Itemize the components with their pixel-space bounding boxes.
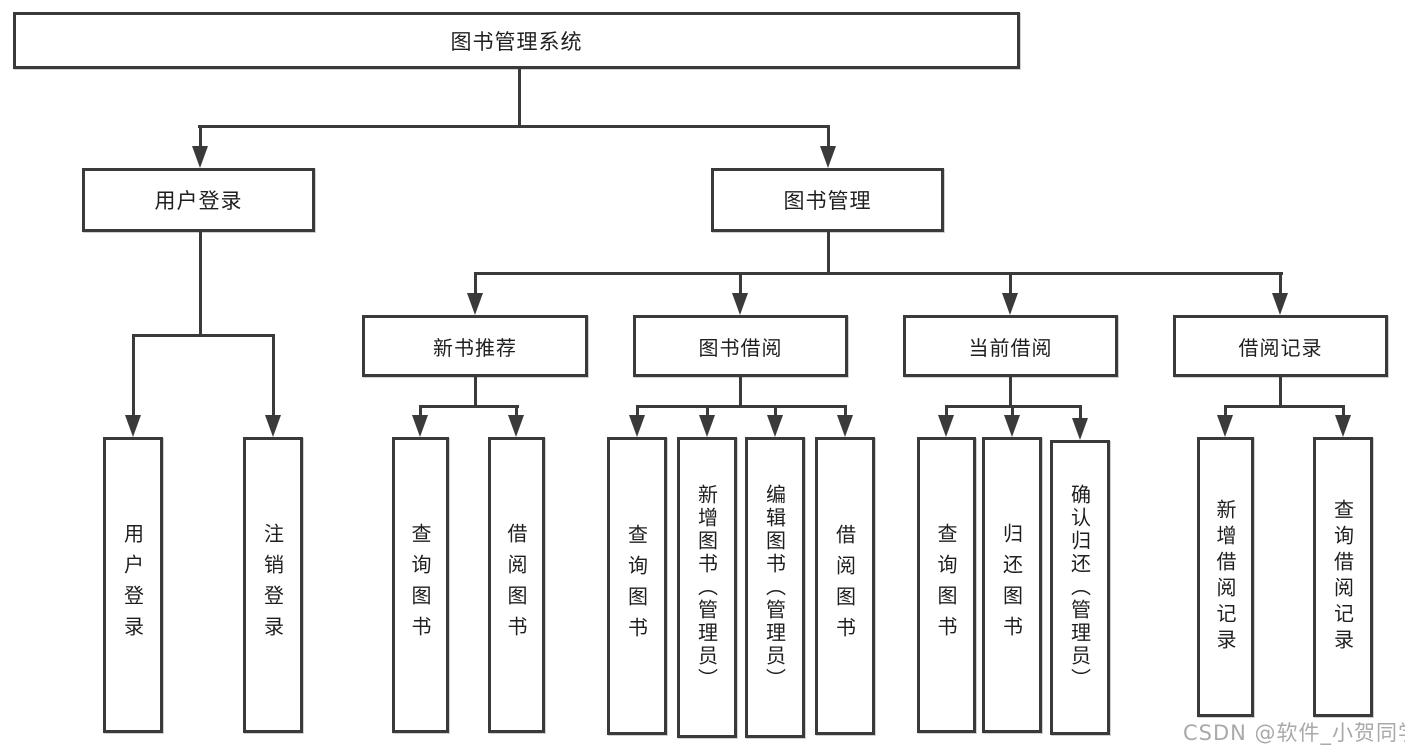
- connector-line: [738, 377, 742, 405]
- connector-line: [473, 272, 1283, 275]
- leaf-query-borrow-record-label: 查询借阅记录: [1330, 499, 1355, 655]
- connector-line: [705, 405, 709, 418]
- connector-line: [1010, 405, 1014, 418]
- connector-line: [635, 405, 639, 418]
- connector-line: [514, 405, 518, 418]
- arrow-down-icon: [125, 415, 141, 437]
- arrow-down-icon: [1072, 418, 1088, 440]
- leaf-query-book-2: 查询图书: [607, 437, 667, 735]
- leaf-borrow-book-1: 借阅图书: [488, 437, 545, 733]
- connector-line: [418, 405, 422, 418]
- leaf-add-book-admin-label: 新增图书（管理员）: [694, 484, 719, 691]
- leaf-confirm-return-admin-label: 确认归还（管理员）: [1067, 484, 1092, 691]
- connector-line: [826, 125, 830, 149]
- leaf-borrow-book-1-label: 借阅图书: [504, 523, 528, 647]
- connector-line: [1278, 272, 1282, 296]
- connector-line: [1008, 377, 1012, 405]
- leaf-query-borrow-record: 查询借阅记录: [1313, 437, 1373, 717]
- connector-line: [131, 334, 275, 337]
- arrow-down-icon: [412, 415, 428, 437]
- connector-line: [198, 125, 830, 128]
- arrow-down-icon: [837, 415, 853, 437]
- connector-line: [131, 334, 135, 420]
- connector-line: [198, 125, 202, 149]
- connector-line: [1341, 405, 1345, 418]
- leaf-add-book-admin: 新增图书（管理员）: [677, 437, 737, 738]
- connector-line: [738, 272, 742, 296]
- node-borrow-record-label: 借阅记录: [1238, 335, 1323, 360]
- connector-line: [773, 405, 777, 418]
- leaf-return-book: 归还图书: [982, 437, 1042, 733]
- connector-line: [635, 405, 847, 408]
- node-book-borrow-label: 图书借阅: [698, 335, 783, 360]
- arrow-down-icon: [1002, 293, 1018, 315]
- node-new-book-recommend-label: 新书推荐: [433, 335, 517, 360]
- connector-line: [1223, 405, 1227, 418]
- node-book-management: 图书管理: [711, 168, 944, 232]
- connector-line: [826, 232, 830, 272]
- connector-line: [1078, 405, 1082, 418]
- leaf-add-borrow-record: 新增借阅记录: [1197, 437, 1254, 717]
- leaf-user-login-label: 用户登录: [120, 523, 145, 647]
- connector-line: [198, 232, 202, 334]
- arrow-down-icon: [629, 415, 645, 437]
- arrow-down-icon: [467, 293, 483, 315]
- node-current-borrow: 当前借阅: [903, 315, 1118, 377]
- leaf-logout-label: 注销登录: [260, 523, 285, 647]
- leaf-query-book-2-label: 查询图书: [624, 524, 649, 648]
- leaf-borrow-book-2: 借阅图书: [815, 437, 875, 735]
- arrow-down-icon: [1272, 293, 1288, 315]
- leaf-query-book-3-label: 查询图书: [934, 523, 958, 647]
- node-borrow-record: 借阅记录: [1173, 315, 1388, 377]
- arrow-down-icon: [508, 415, 524, 437]
- watermark: CSDN @软件_小贺同学: [1183, 721, 1405, 745]
- arrow-down-icon: [265, 415, 281, 437]
- arrow-down-icon: [192, 146, 208, 168]
- connector-line: [843, 405, 847, 418]
- connector-line: [473, 272, 477, 296]
- leaf-edit-book-admin-label: 编辑图书（管理员）: [762, 484, 787, 691]
- leaf-logout: 注销登录: [243, 437, 303, 733]
- leaf-confirm-return-admin: 确认归还（管理员）: [1050, 440, 1110, 735]
- arrow-down-icon: [767, 415, 783, 437]
- node-user-login: 用户登录: [82, 168, 315, 232]
- connector-line: [1278, 377, 1282, 405]
- connector-line: [271, 334, 275, 420]
- connector-line: [473, 377, 477, 405]
- leaf-add-borrow-record-label: 新增借阅记录: [1213, 499, 1237, 655]
- arrow-down-icon: [699, 415, 715, 437]
- arrow-down-icon: [1335, 415, 1351, 437]
- connector-line: [418, 405, 519, 408]
- node-root-label: 图书管理系统: [450, 29, 583, 54]
- node-new-book-recommend: 新书推荐: [362, 315, 588, 377]
- arrow-down-icon: [1004, 415, 1020, 437]
- leaf-edit-book-admin: 编辑图书（管理员）: [745, 437, 805, 738]
- connector-line: [1223, 405, 1345, 408]
- leaf-query-book-1: 查询图书: [392, 437, 449, 733]
- arrow-down-icon: [820, 146, 836, 168]
- connector-line: [518, 69, 521, 125]
- leaf-return-book-label: 归还图书: [999, 523, 1024, 647]
- node-user-login-label: 用户登录: [154, 189, 243, 213]
- node-book-management-label: 图书管理: [783, 189, 872, 213]
- connector-line: [944, 405, 948, 418]
- arrow-down-icon: [1217, 415, 1233, 437]
- leaf-query-book-1-label: 查询图书: [408, 523, 432, 647]
- leaf-borrow-book-2-label: 借阅图书: [832, 524, 857, 648]
- node-root: 图书管理系统: [13, 12, 1020, 69]
- node-book-borrow: 图书借阅: [633, 315, 848, 377]
- arrow-down-icon: [732, 293, 748, 315]
- node-current-borrow-label: 当前借阅: [968, 335, 1053, 360]
- leaf-user-login: 用户登录: [103, 437, 163, 733]
- arrow-down-icon: [938, 415, 954, 437]
- connector-line: [1008, 272, 1012, 296]
- leaf-query-book-3: 查询图书: [917, 437, 976, 733]
